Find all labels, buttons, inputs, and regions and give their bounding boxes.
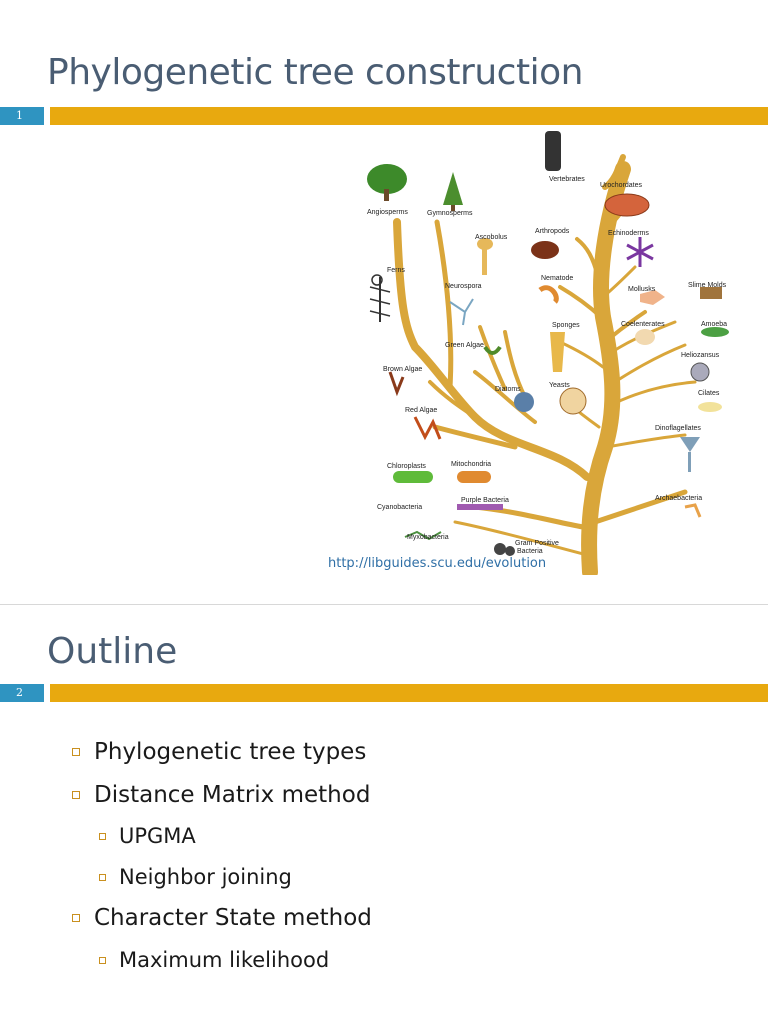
tree-labels: Vertebrates Urochordates Angiosperms Gym… <box>367 176 727 555</box>
list-item-text: Maximum likelihood <box>119 948 330 972</box>
label-archaebacteria: Archaebacteria <box>655 495 702 502</box>
bullet-square-icon <box>99 832 106 840</box>
list-item: Character State method <box>72 905 372 931</box>
label-purple-bacteria: Purple Bacteria <box>461 497 509 504</box>
bullet-square-icon <box>99 956 106 964</box>
label-mollusks: Mollusks <box>628 286 656 293</box>
accent-bar <box>50 107 768 125</box>
list-item: Maximum likelihood <box>99 948 329 972</box>
list-item: Neighbor joining <box>99 865 292 889</box>
label-nematode: Nematode <box>541 275 573 282</box>
organism-icons <box>367 131 729 556</box>
slide-1: Phylogenetic tree construction 1 <box>0 52 768 575</box>
label-heliozansus: Heliozansus <box>681 352 720 359</box>
bullet-square-icon <box>99 873 106 881</box>
bullet-square-icon <box>72 748 80 756</box>
source-link[interactable]: http://libguides.scu.edu/evolution <box>328 556 547 571</box>
label-coelenterates: Coelenterates <box>621 321 665 328</box>
label-yeasts: Yeasts <box>549 382 570 389</box>
bullet-square-icon <box>72 914 80 922</box>
phylogenetic-tree-illustration: Vertebrates Urochordates Angiosperms Gym… <box>367 131 729 575</box>
slide-title: Outline <box>47 631 178 672</box>
label-cyanobacteria: Cyanobacteria <box>377 504 422 511</box>
slide-number: 2 <box>0 684 44 702</box>
label-myxobacteria: Myxobacteria <box>407 534 449 541</box>
label-gymnosperms: Gymnosperms <box>427 210 473 217</box>
list-item-text: Character State method <box>94 905 372 931</box>
bullet-square-icon <box>72 791 80 799</box>
label-gram-positive: Gram Positive <box>515 540 559 547</box>
label-amoeba: Amoeba <box>701 321 727 328</box>
label-ascobolus: Ascobolus <box>475 234 508 241</box>
list-item-text: Phylogenetic tree types <box>94 739 367 765</box>
label-diatoms: Diatoms <box>495 386 521 393</box>
label-dinoflagellates: Dinoflagellates <box>655 425 701 432</box>
label-mitochondria: Mitochondria <box>451 461 491 468</box>
label-slime-molds: Slime Molds <box>688 282 727 289</box>
slide-number: 1 <box>0 107 44 125</box>
list-item: Distance Matrix method <box>72 782 370 808</box>
label-echinoderms: Echinoderms <box>608 230 649 237</box>
list-item-text: UPGMA <box>119 824 196 848</box>
label-chloroplasts: Chloroplasts <box>387 463 426 470</box>
label-ferns: Ferns <box>387 267 405 274</box>
label-gram-positive-bacteria: Bacteria <box>517 548 543 555</box>
slide-title: Phylogenetic tree construction <box>47 52 583 93</box>
label-sponges: Sponges <box>552 322 580 329</box>
label-red-algae: Red Algae <box>405 407 437 414</box>
list-item-text: Neighbor joining <box>119 865 292 889</box>
label-brown-algae: Brown Algae <box>383 366 422 373</box>
label-arthropods: Arthropods <box>535 228 570 235</box>
accent-bar <box>50 684 768 702</box>
list-item: UPGMA <box>99 824 196 848</box>
list-item: Phylogenetic tree types <box>72 739 366 765</box>
label-neurospora: Neurospora <box>445 283 482 290</box>
label-green-algae: Green Algae <box>445 342 484 349</box>
label-vertebrates: Vertebrates <box>549 176 585 183</box>
label-angiosperms: Angiosperms <box>367 209 408 216</box>
label-ciliates: Cilates <box>698 390 720 397</box>
slide-2: Outline 2 Phylogenetic tree types Distan… <box>0 604 768 1025</box>
list-item-text: Distance Matrix method <box>94 782 371 808</box>
label-urochordates: Urochordates <box>600 182 643 189</box>
